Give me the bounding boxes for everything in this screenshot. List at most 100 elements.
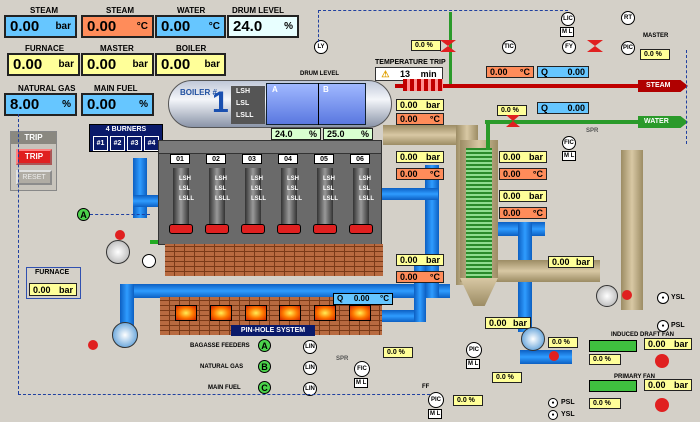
flame-icon [209, 305, 232, 321]
secondary-air-fan[interactable] [112, 322, 138, 348]
flame-icon [175, 305, 197, 321]
economizer-temp-reading: 0.00°C [396, 271, 444, 283]
fuel-line-b-marker[interactable]: B [258, 360, 271, 373]
fy-instrument[interactable]: FY [562, 40, 576, 54]
cell-feeder-motor[interactable] [349, 224, 373, 234]
reset-button[interactable]: RESET [16, 170, 52, 185]
water-line [485, 120, 645, 124]
economizer-hopper [460, 278, 498, 306]
cell-feeder-motor[interactable] [277, 224, 301, 234]
cell-level-switch: LSL [287, 186, 299, 192]
signal-line-top [318, 10, 568, 11]
trip-button[interactable]: TRIP [16, 149, 52, 165]
pic-bottom-instrument[interactable]: PIC [428, 392, 444, 408]
fic-water-instrument[interactable]: FIC [562, 136, 576, 150]
induced-fan-status-light [655, 354, 669, 368]
lin-natural-gas[interactable]: LIN [303, 361, 317, 375]
tic-instrument[interactable]: TIC [502, 40, 516, 54]
pic-top-instrument[interactable]: PIC [621, 41, 635, 55]
signal-line-left [18, 114, 19, 394]
pinhole-pct-display: 0.0 % [383, 347, 413, 358]
cell-feeder-motor[interactable] [205, 224, 229, 234]
bagasse-fan-motor[interactable] [115, 230, 125, 240]
bagasse-fan[interactable] [106, 240, 130, 264]
lic-mode[interactable]: M L [560, 27, 575, 37]
cell-level-switch: LSLL [215, 196, 230, 202]
water-inlet-arrow: WATER [638, 116, 688, 128]
primary-fan[interactable] [521, 327, 545, 351]
fic-fuel-instrument[interactable]: FIC [354, 361, 370, 377]
fic-fuel-mode[interactable]: M L [354, 378, 369, 388]
master-tag: MASTER [643, 33, 669, 39]
cell-feeder-motor[interactable] [313, 224, 337, 234]
drum-valve-pct: 0.0 % [411, 40, 441, 51]
pic-lower-instrument[interactable]: PIC [466, 342, 482, 358]
lic-instrument[interactable]: LIC [561, 12, 575, 26]
main-fuel-feed-label: MAIN FUEL [208, 385, 241, 391]
temperature-trip-title: TEMPERATURE TRIP [375, 59, 446, 66]
ff-tag: FF [422, 384, 430, 390]
signal-line-bottom [18, 394, 430, 395]
induced-fan-pct: 0.0 % [589, 354, 621, 365]
cell-level-switch: LSH [251, 176, 263, 182]
right-header-pipe [380, 188, 438, 200]
pic-lower-pct: 0.0 % [492, 372, 522, 383]
cell-downcomer [209, 168, 225, 224]
burner-2-button[interactable]: #2 [110, 136, 125, 151]
drum-water-window [266, 83, 366, 125]
rt-instrument[interactable]: RT [621, 11, 635, 25]
induced-fan-motor[interactable] [622, 290, 632, 300]
burner-3-button[interactable]: #3 [127, 136, 142, 151]
master-label: MASTER [100, 44, 134, 53]
steam-temp-reading: 0.00°C [486, 66, 534, 78]
primary-damper-pct: 0.0 % [548, 337, 578, 348]
lin-bagasse[interactable]: LIN [303, 340, 317, 354]
flame-icon [348, 305, 371, 321]
cell-level-switch: LSH [215, 176, 227, 182]
cell-level-switch: LSH [179, 176, 191, 182]
drum-level-display: 24.0% [227, 15, 299, 38]
fuel-line-c-marker[interactable]: C [258, 381, 271, 394]
pinhole-riser [414, 258, 426, 322]
drum-control-valve[interactable] [440, 40, 456, 52]
fuel-line-a-marker[interactable]: A [258, 339, 271, 352]
pic-bottom-mode[interactable]: M L [428, 409, 443, 419]
flame-row [175, 305, 371, 325]
furnace-label: FURNACE [25, 44, 65, 53]
burner-1-button[interactable]: #1 [93, 136, 108, 151]
lin-main-fuel[interactable]: LIN [303, 382, 317, 396]
flue-duct-top [383, 125, 478, 145]
pinhole-pipe [382, 310, 424, 322]
primary-fan-motor[interactable] [549, 351, 559, 361]
cell-downcomer [245, 168, 261, 224]
induced-draft-fan[interactable] [596, 285, 618, 307]
natural-gas-label: NATURAL GAS [18, 84, 76, 93]
fuel-a-return-marker[interactable]: A [77, 208, 90, 221]
bagasse-fan-damper[interactable] [142, 254, 156, 268]
flame-icon [244, 305, 267, 321]
cell-level-switch: LSL [323, 186, 335, 192]
steam-control-valve[interactable] [587, 40, 603, 52]
pic-bottom-pct: 0.0 % [453, 395, 483, 406]
flame-icon [314, 305, 337, 321]
drum-temp-reading: 0.00°C [396, 113, 444, 125]
pic-lower-mode[interactable]: M L [466, 359, 481, 369]
trip-panel: TRIP TRIP RESET [10, 131, 57, 191]
ly-instrument[interactable]: LY [314, 40, 328, 54]
flame-icon [279, 305, 302, 321]
secondary-air-motor[interactable] [88, 340, 98, 350]
burner-4-button[interactable]: #4 [144, 136, 159, 151]
fic-water-mode[interactable]: M L [562, 151, 577, 161]
cell-feeder-motor[interactable] [169, 224, 193, 234]
ysl-switch: ● [657, 292, 669, 304]
cell-feeder-motor[interactable] [241, 224, 265, 234]
